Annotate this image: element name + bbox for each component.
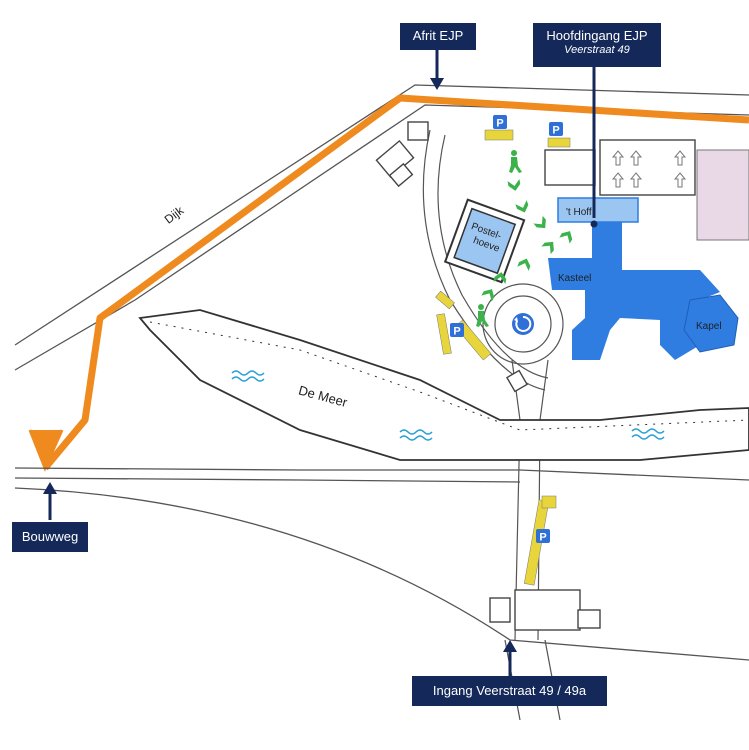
- ingang-label: Ingang Veerstraat 49 / 49a: [432, 683, 587, 698]
- hoofdingang-label: Hoofdingang EJP: [546, 28, 648, 43]
- hoofdingang-wing: [592, 222, 622, 272]
- roundabout-icon: [512, 313, 534, 335]
- veerstraat-road: [14, 467, 749, 661]
- callout-arrows: [43, 50, 596, 678]
- kasteel-label: Kasteel: [558, 273, 591, 284]
- lake-de-meer: [138, 309, 749, 461]
- callout-bouwweg: Bouwweg: [12, 522, 88, 552]
- parking-icon: [493, 115, 507, 130]
- kapel-label: Kapel: [696, 321, 722, 332]
- outbuildings: [375, 121, 601, 631]
- kapel-building: [683, 294, 739, 353]
- parking-icon: [536, 529, 550, 544]
- t-hoff-building: [557, 197, 639, 223]
- posthoeve-building: [443, 198, 526, 284]
- parking-icon: [549, 122, 563, 137]
- entrance-dot: [590, 220, 598, 228]
- pink-building: [696, 149, 749, 241]
- main-complex: [572, 270, 720, 360]
- parking-spaces: [435, 129, 571, 586]
- parking-icon: [450, 323, 464, 338]
- hoofdingang-address: Veerstraat 49: [564, 44, 630, 56]
- callout-afrit: Afrit EJP: [400, 23, 476, 50]
- pedestrian-icon: [509, 150, 522, 173]
- main-buildings: [548, 197, 739, 360]
- callout-ingang: Ingang Veerstraat 49 / 49a: [412, 676, 607, 706]
- orange-road: [42, 94, 749, 471]
- bouwweg-label: Bouwweg: [21, 529, 79, 544]
- callout-hoofdingang: Hoofdingang EJP Veerstraat 49: [533, 23, 661, 67]
- afrit-label: Afrit EJP: [412, 28, 464, 43]
- pedestrian-icon: [476, 304, 489, 327]
- t-hoff-label: 't Hoff: [566, 207, 592, 218]
